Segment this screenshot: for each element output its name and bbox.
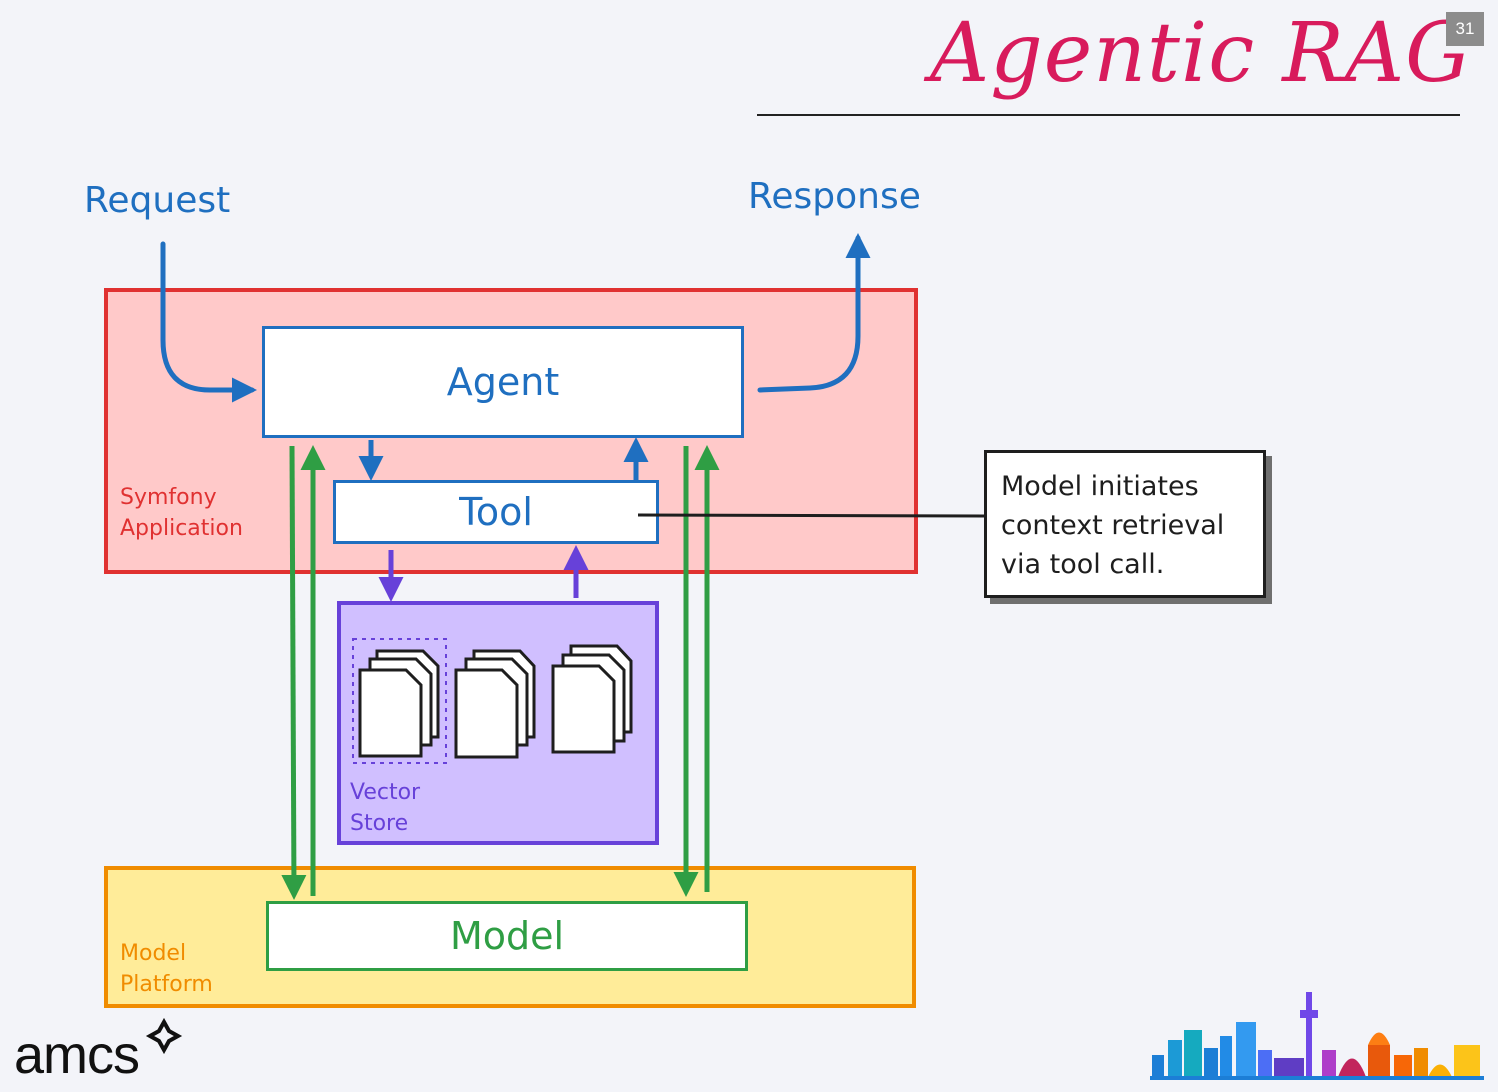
model-box: Model xyxy=(266,901,748,971)
page-number: 31 xyxy=(1446,12,1484,46)
request-label: Request xyxy=(84,180,231,221)
document-stack-icon xyxy=(352,638,447,764)
amcs-logo: amcs xyxy=(14,1025,140,1085)
city-skyline-icon xyxy=(1150,992,1484,1080)
slide-title: Agentic RAG xyxy=(930,6,1472,101)
annotation-note: Model initiates context retrieval via to… xyxy=(984,450,1266,598)
response-arrow xyxy=(757,233,871,393)
tool-box: Tool xyxy=(333,480,659,544)
symfony-application-label: Symfony Application xyxy=(120,485,243,541)
title-underline xyxy=(757,114,1460,116)
document-stack-icon xyxy=(454,649,536,759)
note-connector-line xyxy=(637,513,985,518)
agent-box: Agent xyxy=(262,326,744,438)
sparkle-icon xyxy=(145,1017,183,1055)
vector-store-label: Vector Store xyxy=(350,780,421,836)
agent-to-model-arrow-left xyxy=(281,445,307,900)
request-arrow xyxy=(160,241,257,403)
model-platform-label: Model Platform xyxy=(120,941,213,997)
document-stack-icon xyxy=(551,644,633,754)
response-label: Response xyxy=(748,176,921,217)
